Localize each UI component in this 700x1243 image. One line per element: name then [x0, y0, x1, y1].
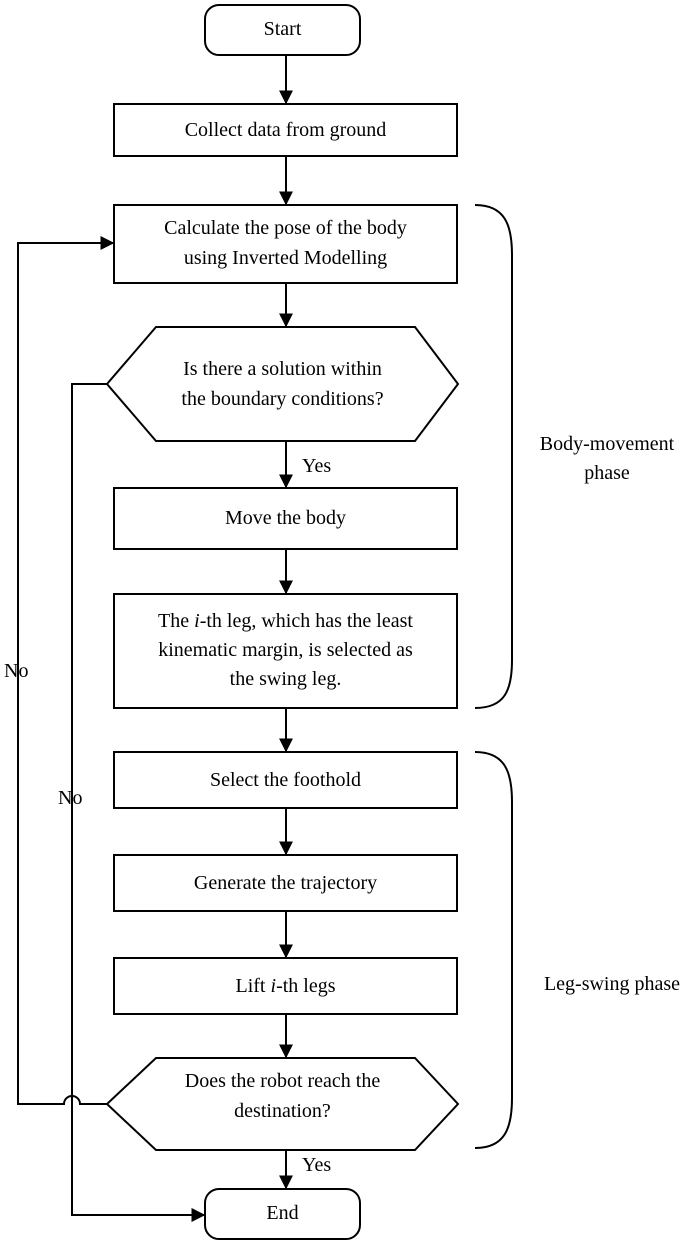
trajectory-label: Generate the trajectory	[193, 872, 378, 894]
select-leg-label-line2: kinematic margin, is selected as	[158, 639, 413, 661]
body-movement-phase-brace	[474, 204, 513, 709]
select-leg-label-line3: the swing leg.	[229, 668, 342, 690]
lift-suffix: -th legs	[276, 975, 336, 997]
start-label: Start	[263, 18, 302, 40]
move-label: Move the body	[224, 507, 347, 529]
lift-italic-i: i	[270, 975, 277, 997]
body-movement-phase-label-line1: Body-movement	[539, 433, 675, 455]
leg-swing-phase-brace	[474, 751, 513, 1149]
leg-swing-phase-label: Leg-swing phase	[543, 973, 681, 995]
foothold-label: Select the foothold	[209, 769, 362, 791]
generate-trajectory-box	[113, 854, 458, 912]
no-loop-inner	[71, 383, 206, 1222]
lift-legs-box	[113, 957, 458, 1015]
lift-prefix: Lift	[235, 975, 271, 997]
select-foothold-box	[113, 751, 458, 809]
decision2-label-line1: Does the robot reach the	[184, 1070, 381, 1092]
decision1-label-line2: the boundary conditions?	[181, 388, 384, 410]
calc-label-line2: using Inverted Modelling	[183, 247, 388, 269]
decision2-label-line2: destination?	[234, 1100, 331, 1122]
body-movement-phase-label-line2: phase	[584, 462, 630, 484]
decision1-label-line1: Is there a solution within	[183, 358, 382, 380]
start-terminal	[204, 4, 361, 56]
yes-label-decision2: Yes	[302, 1154, 332, 1176]
no-label-outer: No	[4, 660, 29, 682]
no-loop-outer	[17, 236, 115, 1105]
move-body-box	[113, 487, 458, 550]
end-label: End	[266, 1202, 299, 1224]
solution-decision	[105, 326, 460, 442]
no-label-inner: No	[58, 787, 83, 809]
select-leg-italic-i: i	[194, 610, 200, 632]
collect-data-box	[113, 103, 458, 157]
select-leg-prefix: The	[158, 610, 195, 632]
lift-label: Lift i-th legs	[114, 972, 457, 1001]
select-leg-label-line1: The i-th leg, which has the least	[114, 607, 457, 636]
collect-label: Collect data from ground	[184, 119, 387, 141]
yes-label-decision1: Yes	[302, 455, 332, 477]
calc-label-line1: Calculate the pose of the body	[164, 217, 407, 239]
select-leg-suffix: -th leg, which has the least	[199, 610, 413, 632]
